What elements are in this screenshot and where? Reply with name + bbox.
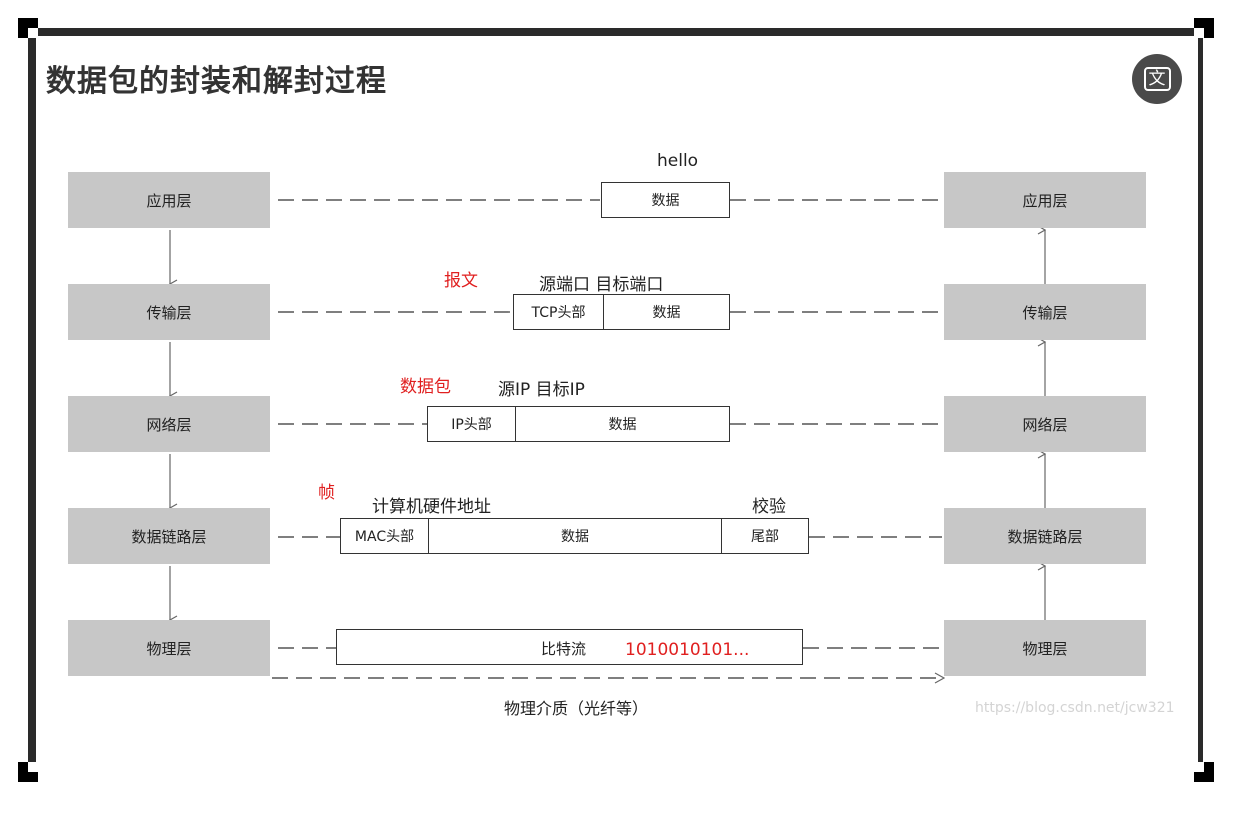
trailer-cell: 尾部 [721,519,808,553]
resize-handle-bottom-left[interactable] [18,762,38,782]
segment-label: 报文 [444,271,478,291]
frame-top-border [28,28,1206,36]
packet-label: 数据包 [400,377,451,397]
datalink-data-cell: 数据 [428,519,721,553]
bitstream-box: 比特流 1010010101... [336,629,803,665]
left-layer-datalink: 数据链路层 [68,508,270,564]
left-layer-application: 应用层 [68,172,270,228]
resize-handle-top-left[interactable] [18,18,38,38]
frame-left-border [28,28,36,780]
network-data-cell: 数据 [515,407,729,441]
resize-handle-bottom-right[interactable] [1194,762,1214,782]
physical-medium-label: 物理介质（光纤等） [504,699,649,718]
hardware-address-label: 计算机硬件地址 [372,497,491,517]
frame-right-border [1198,28,1203,780]
application-data-cell: 数据 [651,193,680,209]
bitstream-label: 比特流 [541,640,587,658]
bits-label: 1010010101... [625,640,750,660]
right-layer-application: 应用层 [944,172,1146,228]
checksum-label: 校验 [752,497,786,517]
transport-data-cell: 数据 [603,295,729,329]
hello-label: hello [657,151,699,171]
bitstream-cell: 比特流 1010010101... [337,630,802,664]
right-layer-physical: 物理层 [944,620,1146,676]
right-layer-transport: 传输层 [944,284,1146,340]
resize-handle-top-right[interactable] [1194,18,1214,38]
tcp-header-cell: TCP头部 [531,305,586,321]
right-layer-network: 网络层 [944,396,1146,452]
watermark: https://blog.csdn.net/jcw321 [975,700,1175,716]
mac-header-cell: MAC头部 [354,529,415,545]
ip-fields-label: 源IP 目标IP [498,380,585,400]
left-layer-network: 网络层 [68,396,270,452]
left-layer-physical: 物理层 [68,620,270,676]
frame-label: 帧 [318,483,335,503]
transport-packet: TCP头部 数据 [513,294,730,330]
port-fields-label: 源端口 目标端口 [539,275,664,295]
datalink-packet: MAC头部 数据 尾部 [340,518,809,554]
right-layer-datalink: 数据链路层 [944,508,1146,564]
ip-header-cell: IP头部 [451,417,492,433]
translate-icon: 文 [1143,67,1171,91]
network-packet: IP头部 数据 [427,406,730,442]
translate-button[interactable]: 文 [1132,54,1182,104]
left-layer-transport: 传输层 [68,284,270,340]
application-packet: 数据 [601,182,730,218]
diagram-title: 数据包的封装和解封过程 [46,64,387,99]
